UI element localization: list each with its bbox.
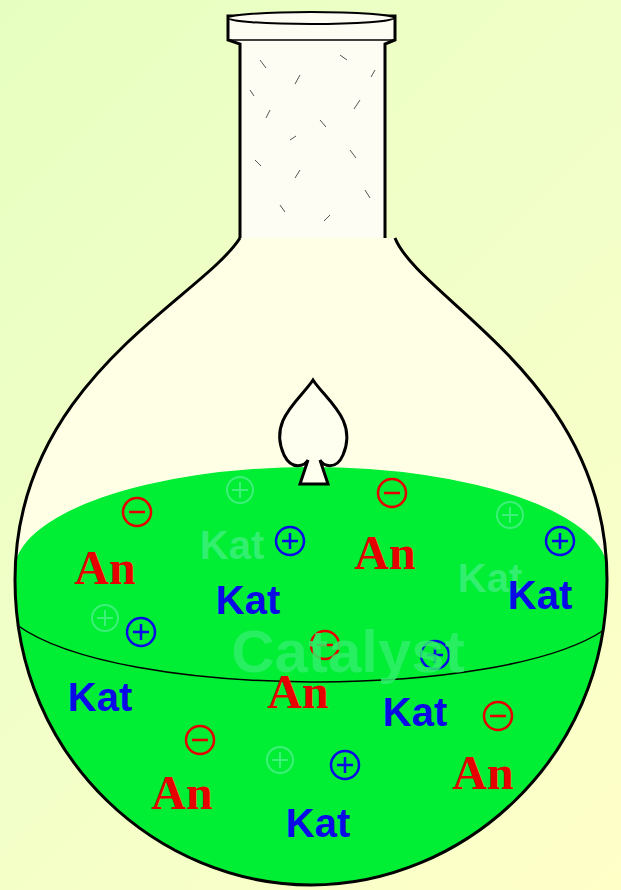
cation-charge-signs	[127, 527, 574, 779]
anion-label: An	[74, 544, 135, 592]
cation-label: Kat	[508, 575, 572, 615]
cation-label: Kat	[68, 677, 132, 717]
cation-label: Kat	[216, 580, 280, 620]
faint-plus-signs	[92, 477, 523, 773]
neck-rim-line	[229, 39, 394, 41]
glass-texture	[250, 55, 375, 221]
anion-label: An	[267, 668, 328, 716]
cation-label: Kat	[383, 692, 447, 732]
neck-rim	[228, 12, 394, 24]
catalyst-watermark: Catalyst	[231, 622, 464, 682]
liquid	[0, 467, 621, 890]
catalyst-symbol	[280, 380, 347, 484]
anion-charge-signs	[123, 479, 512, 754]
anion-label: An	[452, 749, 513, 797]
anion-label: An	[354, 529, 415, 577]
flask-neck	[228, 16, 395, 238]
flask-outline	[15, 238, 607, 885]
anion-label: An	[151, 769, 212, 817]
cation-label: Kat	[286, 803, 350, 843]
faint-cation-label: Kat	[200, 525, 264, 565]
